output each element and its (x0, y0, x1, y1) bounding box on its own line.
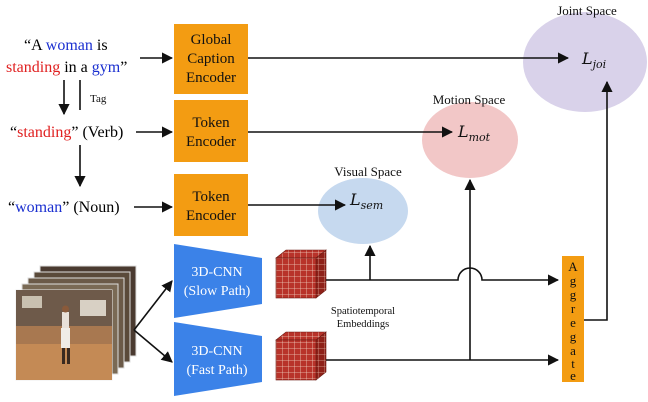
token-encoder-noun: Token Encoder (174, 174, 248, 236)
embeddings-label-2: Embeddings (337, 319, 390, 330)
loss-visual: Lsem (349, 190, 383, 212)
svg-text:Global: Global (191, 32, 232, 48)
svg-text:3D-CNN: 3D-CNN (191, 265, 242, 280)
token-encoder-verb: Token Encoder (174, 100, 248, 162)
caption-line-1: “A woman is (24, 37, 108, 54)
embedding-cube-fast (275, 331, 327, 381)
noun-text: “woman” (Noun) (8, 199, 120, 216)
svg-text:g: g (570, 329, 577, 344)
svg-text:e: e (570, 368, 576, 383)
svg-text:Encoder: Encoder (186, 208, 236, 224)
svg-text:Encoder: Encoder (186, 70, 236, 86)
global-caption-encoder: Global Caption Encoder (174, 24, 248, 94)
arrow-slow-to-aggregate (326, 267, 560, 286)
verb-text: “standing” (Verb) (10, 124, 123, 141)
loss-motion: Lmot (457, 122, 491, 144)
svg-text:Motion Space: Motion Space (433, 92, 506, 107)
svg-text:Token: Token (192, 189, 230, 205)
embedding-cube-slow (275, 249, 327, 299)
motion-space: Motion Space Lmot (422, 92, 518, 178)
joint-space: Joint Space Ljoi (523, 3, 647, 112)
svg-text:A: A (568, 259, 578, 274)
svg-text:3D-CNN: 3D-CNN (191, 344, 242, 359)
arrow-frames-to-fast (133, 329, 173, 363)
svg-text:e: e (570, 315, 576, 330)
caption-line-2: standing in a gym” (6, 59, 127, 76)
cnn-slow-path: 3D-CNN (Slow Path) (174, 244, 262, 318)
svg-text:g: g (570, 287, 577, 302)
arrow-frames-to-slow (133, 280, 173, 331)
svg-text:(Slow Path): (Slow Path) (184, 284, 251, 299)
arrow-aggregate-to-joint (584, 80, 613, 321)
svg-text:t: t (571, 356, 575, 371)
svg-text:Caption: Caption (187, 51, 235, 67)
loss-joint: Ljoi (581, 49, 606, 71)
svg-text:r: r (571, 301, 576, 316)
svg-text:Token: Token (192, 115, 230, 131)
svg-text:Joint Space: Joint Space (557, 3, 617, 18)
embeddings-label-1: Spatiotemporal (331, 306, 395, 317)
svg-text:g: g (570, 273, 577, 288)
svg-text:Visual Space: Visual Space (334, 164, 402, 179)
video-frames (15, 265, 137, 381)
svg-text:a: a (570, 343, 576, 358)
cnn-fast-path: 3D-CNN (Fast Path) (174, 322, 262, 396)
aggregate-box: A g g r e g a t e (562, 256, 584, 383)
svg-text:(Fast Path): (Fast Path) (186, 363, 247, 378)
visual-space: Visual Space Lsem (318, 164, 408, 244)
svg-text:Encoder: Encoder (186, 134, 236, 150)
tag-label: Tag (90, 93, 107, 105)
